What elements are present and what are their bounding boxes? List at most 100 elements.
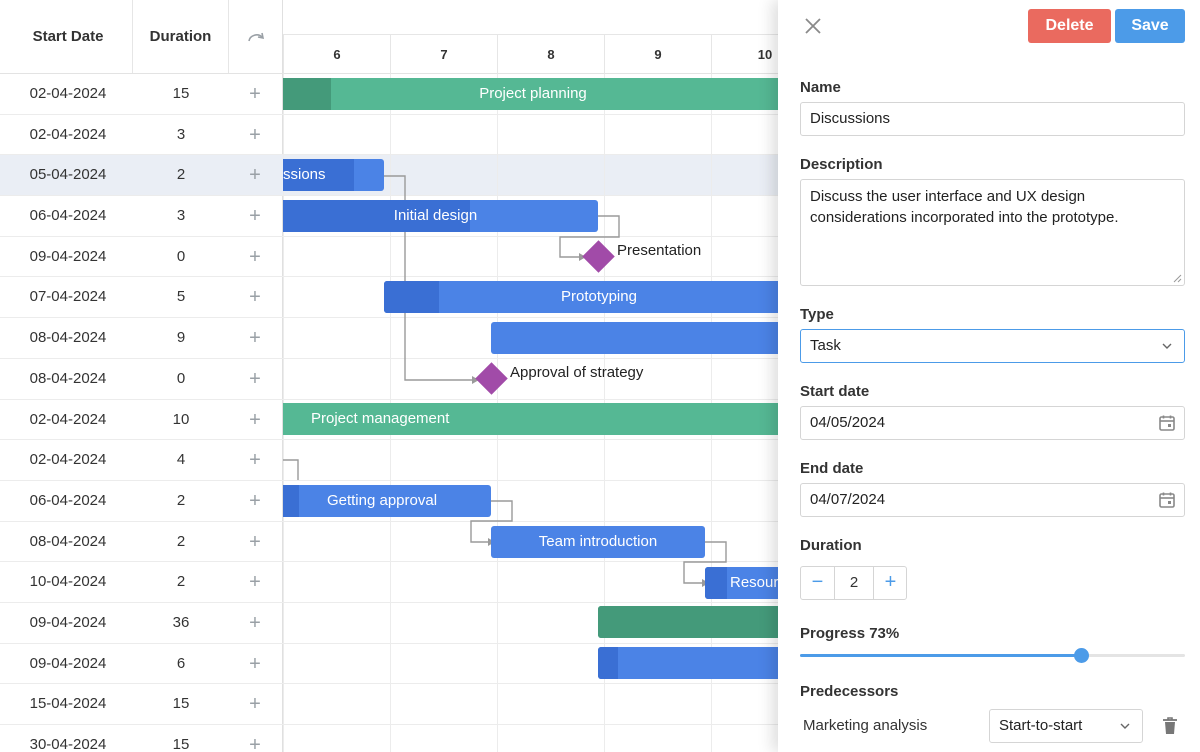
delete-button[interactable]: Delete [1028,9,1111,43]
add-task-button[interactable]: + [249,530,261,553]
task-bar-label: Project planning [479,85,587,102]
start-date-cell: 06-04-2024 [29,491,107,509]
duration-cell: 10 [172,410,190,428]
header-start-date[interactable]: Start Date [32,28,104,45]
add-task-button[interactable]: + [249,734,261,752]
type-select-value: Task [810,337,841,354]
add-task-button[interactable]: + [249,286,261,309]
redo-button[interactable] [229,0,283,73]
add-task-button[interactable]: + [249,327,261,350]
link-line[interactable] [383,175,473,381]
start-date-cell: 09-04-2024 [29,613,107,631]
progress-fill [283,485,299,517]
add-task-button[interactable]: + [249,652,261,675]
add-task-button[interactable]: + [249,83,261,105]
task-bar-label: Initial design [393,207,478,224]
name-field[interactable]: Discussions [800,102,1185,136]
timeline-row [283,237,783,278]
timeline-row [283,685,783,726]
task-bar-prototyping[interactable]: Prototyping [384,281,783,313]
task-bar-unnamed[interactable] [598,647,783,679]
task-bar-discussions[interactable]: ssions [283,159,384,191]
calendar-icon[interactable] [1158,491,1176,509]
add-task-button[interactable]: + [249,408,261,431]
task-bar-unnamed[interactable] [491,322,783,354]
timeline-row [283,318,783,359]
task-bar-unnamed[interactable] [598,606,783,638]
task-bar-resource[interactable]: Resour [705,567,783,599]
duration-increment-button[interactable]: + [884,571,897,593]
task-bar-project-management[interactable]: Project management [283,403,783,435]
close-button[interactable] [802,15,824,37]
add-task-button[interactable]: + [249,123,261,146]
duration-cell: 9 [176,329,186,347]
progress-fill [283,200,470,232]
predecessors-label: Predecessors [800,683,899,700]
type-select[interactable]: Task [800,329,1185,363]
duration-cell: 15 [172,695,190,713]
add-task-button[interactable]: + [249,367,261,390]
link-line[interactable] [683,541,727,584]
link-line[interactable] [283,459,299,480]
predecessor-type-select[interactable]: Start-to-start [989,709,1143,743]
task-bar-label: Getting approval [326,492,438,509]
duration-decrement-button[interactable]: − [811,571,824,593]
duration-cell: 3 [176,125,186,143]
timescale-month-row [283,0,783,35]
header-duration[interactable]: Duration [149,28,212,45]
add-task-button[interactable]: + [249,205,261,228]
link-line[interactable] [559,215,620,258]
timeline-row [283,196,783,237]
end-date-field[interactable]: 04/07/2024 [800,483,1185,517]
calendar-icon[interactable] [1158,414,1176,432]
start-date-cell: 08-04-2024 [29,369,107,387]
add-task-button[interactable]: + [249,611,261,634]
add-task-button[interactable]: + [249,164,261,187]
add-task-button[interactable]: + [249,245,261,268]
timeline-row [283,359,783,400]
dependency-links [283,175,727,587]
start-date-cell: 02-04-2024 [29,451,107,469]
description-field[interactable]: Discuss the user interface and UX design… [800,179,1185,286]
add-task-button[interactable]: + [249,571,261,594]
timeline-row [283,522,783,563]
add-task-button[interactable]: + [249,489,261,512]
task-bar-initial-design[interactable]: Initial design [283,200,598,232]
trash-icon[interactable] [1161,716,1179,736]
task-bar-label: Team introduction [538,533,658,550]
progress-slider[interactable] [800,648,1185,663]
task-bar-team-introduction[interactable]: Team introduction [491,526,705,558]
task-bar-project-planning[interactable]: Project planning [283,78,783,110]
add-task-button[interactable]: + [249,449,261,472]
timeline-row [283,481,783,522]
add-task-button[interactable]: + [249,693,261,716]
save-button[interactable]: Save [1115,9,1185,43]
duration-cell: 15 [172,736,190,752]
link-line[interactable] [470,500,513,543]
duration-value[interactable]: 2 [834,567,874,599]
task-bar-getting-approval[interactable]: Getting approval [283,485,491,517]
progress-slider-thumb[interactable] [1074,648,1090,663]
start-date-field[interactable]: 04/05/2024 [800,406,1185,440]
milestone-label: Approval of strategy [510,364,644,381]
progress-label: Progress 73% [800,625,900,642]
